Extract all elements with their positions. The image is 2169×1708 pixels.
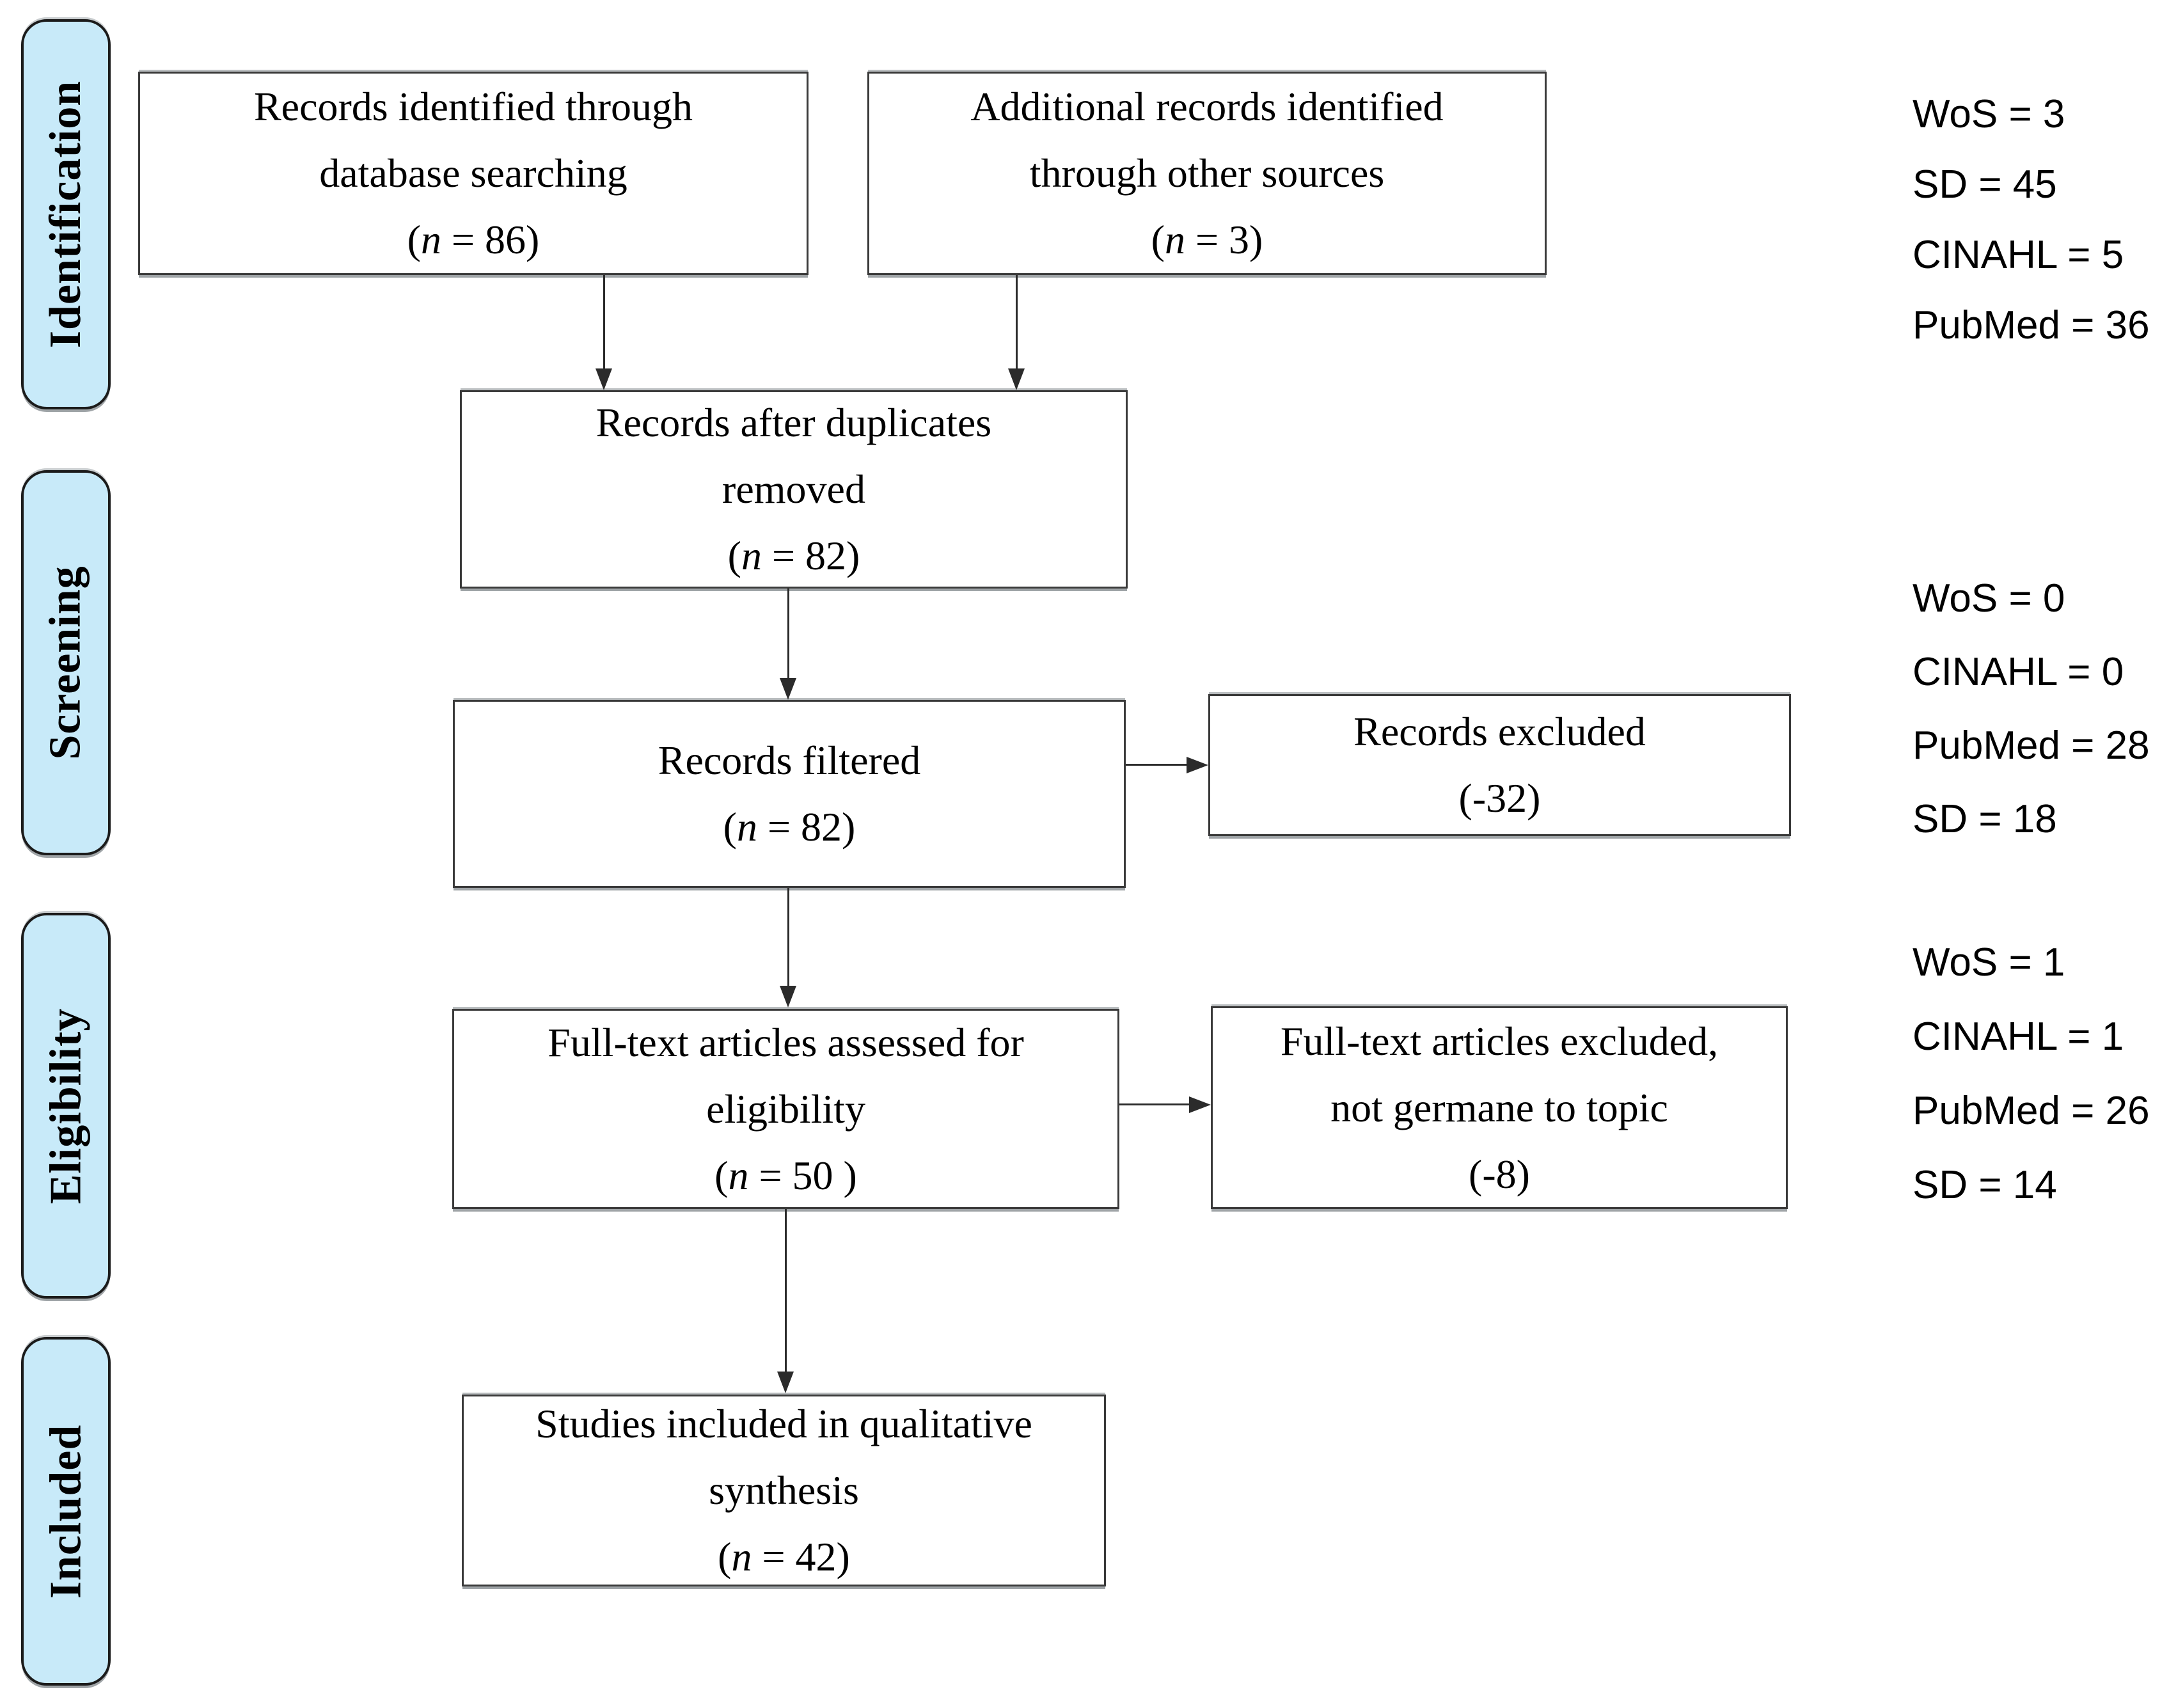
annotation-identification-sources: WoS = 3 SD = 45 CINAHL = 5 PubMed = 36	[1913, 79, 2150, 361]
annotation-screening-sources: WoS = 0 CINAHL = 0 PubMed = 28 SD = 18	[1913, 562, 2150, 856]
count-value: = 50 )	[748, 1152, 857, 1198]
box-records-identified: Records identified through database sear…	[138, 72, 808, 275]
connector-filtered-to-excluded	[1126, 764, 1188, 766]
connector-additional-to-dedup	[1016, 275, 1018, 370]
box-text-line: Records filtered	[658, 738, 921, 783]
box-text-line: eligibility	[706, 1086, 865, 1132]
box-text-line: Full-text articles assessed for	[548, 1019, 1024, 1065]
count-open: (	[718, 1534, 732, 1579]
arrowhead-down-icon	[780, 678, 796, 700]
box-text-line: Records after duplicates	[595, 400, 992, 445]
box-count-line: (n = 42)	[718, 1524, 850, 1590]
count-value: = 42)	[752, 1534, 850, 1579]
box-count-line: (n = 82)	[723, 794, 856, 860]
count-variable: n	[736, 804, 757, 850]
source-tally: CINAHL = 1	[1913, 1015, 2124, 1059]
count-variable: n	[728, 1152, 749, 1198]
count-value: = 86)	[441, 217, 540, 262]
count-value: = 82)	[757, 804, 856, 850]
stage-eligibility-label: Eligibility	[41, 1008, 90, 1204]
arrowhead-right-icon	[1187, 757, 1208, 773]
box-text-line: Records identified through	[253, 84, 693, 129]
source-tally: PubMed = 26	[1913, 1089, 2150, 1133]
arrowhead-down-icon	[1008, 368, 1025, 390]
count-variable: n	[420, 217, 441, 262]
box-fulltext-assessed: Full-text articles assessed for eligibil…	[452, 1009, 1119, 1209]
box-duplicates-removed: Records after duplicates removed (n = 82…	[460, 390, 1128, 589]
box-additional-records: Additional records identified through ot…	[867, 72, 1547, 275]
source-tally: CINAHL = 0	[1913, 650, 2124, 694]
arrowhead-down-icon	[780, 986, 796, 1008]
box-count-line: (n = 82)	[728, 523, 860, 589]
arrowhead-down-icon	[777, 1372, 794, 1393]
stage-included: Included	[21, 1337, 111, 1686]
source-tally: SD = 14	[1913, 1163, 2057, 1207]
stage-eligibility: Eligibility	[21, 913, 111, 1299]
box-text-line: Full-text articles excluded,	[1280, 1018, 1719, 1064]
source-tally: WoS = 3	[1913, 92, 2065, 136]
stage-identification: Identification	[21, 19, 111, 409]
source-tally: SD = 18	[1913, 797, 2057, 841]
count-open: (	[727, 533, 741, 578]
box-text-line: synthesis	[709, 1467, 859, 1513]
box-count-line: (-8)	[1469, 1151, 1530, 1197]
count-open: (	[714, 1152, 729, 1198]
count-variable: n	[741, 533, 762, 578]
connector-fulltext-to-included	[785, 1209, 787, 1373]
connector-filtered-to-fulltext	[787, 888, 789, 987]
stage-identification-label: Identification	[41, 80, 91, 349]
box-studies-included: Studies included in qualitative synthesi…	[462, 1395, 1106, 1586]
box-text-line: removed	[722, 466, 865, 512]
source-tally: WoS = 0	[1913, 576, 2065, 621]
arrowhead-down-icon	[595, 368, 612, 390]
box-text-line: through other sources	[1029, 150, 1385, 196]
source-tally: PubMed = 36	[1913, 303, 2150, 347]
stage-screening: Screening	[21, 470, 111, 855]
box-text-line: not germane to topic	[1330, 1084, 1668, 1130]
count-open: (	[723, 804, 737, 850]
box-fulltext-excluded: Full-text articles excluded, not germane…	[1211, 1006, 1788, 1209]
count-variable: n	[1164, 217, 1185, 262]
count-open: (	[407, 217, 421, 262]
source-tally: WoS = 1	[1913, 940, 2065, 984]
stage-screening-label: Screening	[41, 565, 91, 760]
box-count-line: (-32)	[1458, 775, 1541, 821]
box-text-line: Records excluded	[1353, 709, 1646, 754]
box-count-line: (n = 50 )	[714, 1143, 857, 1209]
box-text-line: database searching	[319, 150, 627, 196]
connector-dedup-to-filtered	[787, 589, 789, 679]
connector-identified-to-dedup	[603, 275, 605, 370]
arrowhead-right-icon	[1189, 1096, 1211, 1113]
stage-included-label: Included	[41, 1424, 90, 1599]
box-records-excluded: Records excluded (-32)	[1208, 694, 1791, 836]
box-count-line: (n = 3)	[1151, 207, 1263, 273]
count-variable: n	[731, 1534, 752, 1579]
count-value: = 82)	[761, 533, 860, 578]
box-text-line: Studies included in qualitative	[535, 1401, 1032, 1446]
source-tally: CINAHL = 5	[1913, 233, 2124, 277]
box-records-filtered: Records filtered (n = 82)	[453, 700, 1126, 888]
annotation-eligibility-sources: WoS = 1 CINAHL = 1 PubMed = 26 SD = 14	[1913, 926, 2150, 1222]
source-tally: PubMed = 28	[1913, 724, 2150, 768]
box-text-line: Additional records identified	[970, 84, 1444, 129]
count-open: (	[1151, 217, 1165, 262]
box-count-line: (n = 86)	[407, 207, 540, 273]
source-tally: SD = 45	[1913, 162, 2057, 207]
count-value: = 3)	[1185, 217, 1263, 262]
connector-fulltext-to-excluded	[1119, 1103, 1190, 1105]
